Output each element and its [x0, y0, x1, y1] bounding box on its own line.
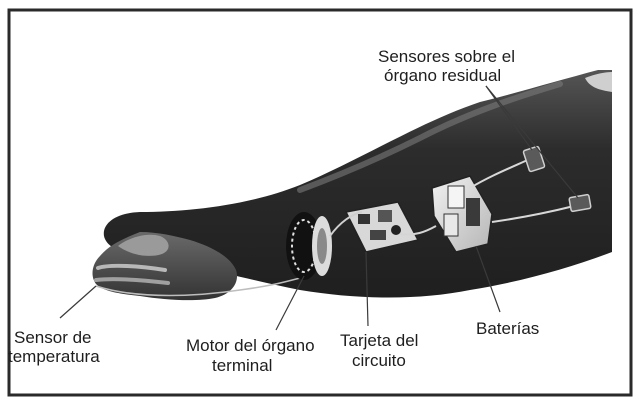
- sensor-wire-2: [491, 205, 575, 223]
- circuit-board: [329, 201, 437, 253]
- label-sensores-line1: Sensores sobre el: [378, 47, 515, 66]
- leader-sensores-1: [485, 85, 533, 151]
- residual-sensor-2: [568, 193, 592, 213]
- label-motor-line2: terminal: [212, 356, 272, 375]
- finger-1: [96, 263, 167, 272]
- label-sensores-line2: órgano residual: [384, 66, 501, 85]
- label-motor-line1: Motor del órgano: [186, 336, 315, 355]
- batteries: [431, 175, 493, 253]
- thumb: [118, 234, 169, 256]
- image-frame: [7, 8, 633, 397]
- finger-2: [94, 277, 170, 285]
- arm-highlight: [297, 81, 563, 193]
- shoulder-highlight: [585, 72, 612, 92]
- leader-tarjeta: [365, 251, 369, 327]
- label-sensor-temp-line2: temperatura: [8, 347, 100, 366]
- leader-sensor-temp: [59, 285, 97, 319]
- leader-sensores-2: [485, 85, 579, 199]
- label-tarjeta-line2: circuito: [352, 351, 406, 370]
- terminal-organ-motor: [286, 212, 332, 280]
- leader-motor: [275, 275, 305, 331]
- leader-baterias: [475, 245, 501, 313]
- label-baterias: Baterías: [476, 319, 539, 338]
- label-tarjeta-line1: Tarjeta del: [340, 331, 418, 350]
- temperature-sensor-wire: [95, 277, 301, 297]
- label-sensor-temp-line1: Sensor de: [14, 328, 92, 347]
